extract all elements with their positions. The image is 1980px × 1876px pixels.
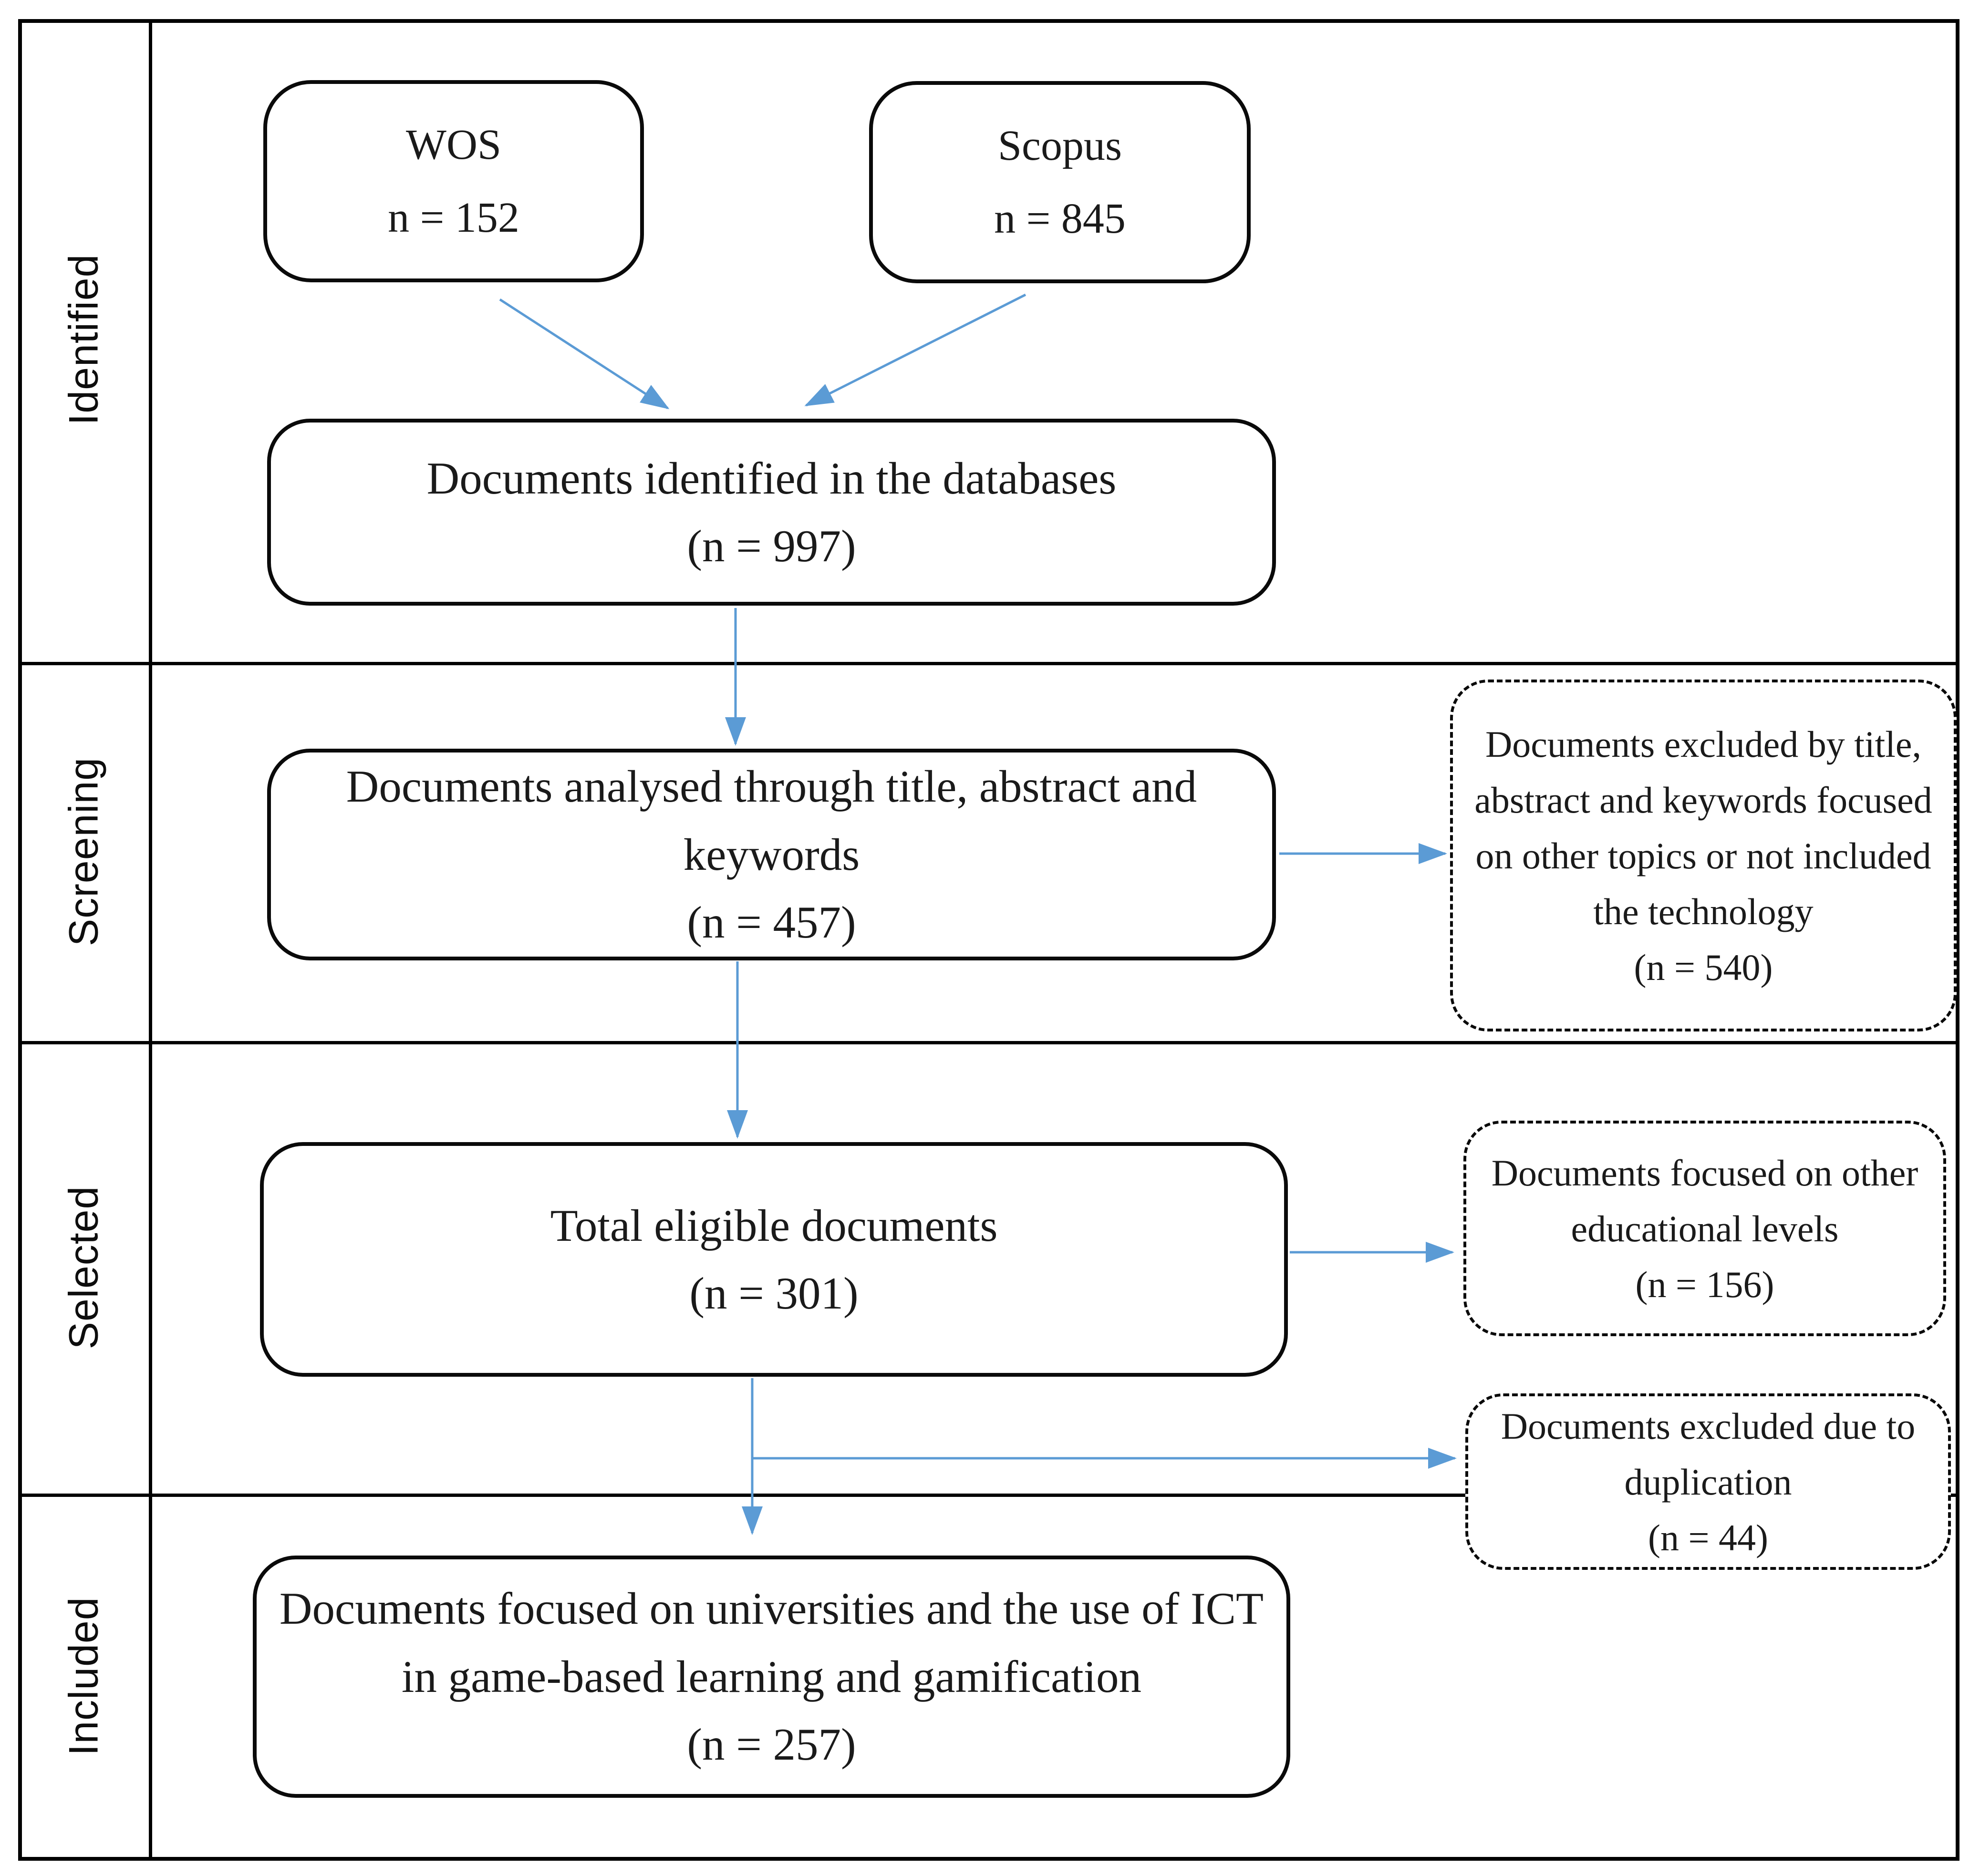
excluded-duplicates-count: (n = 44) — [1648, 1516, 1768, 1558]
excluded-levels-count: (n = 156) — [1635, 1263, 1774, 1305]
excluded-topics-title: Documents excluded by title, abstract an… — [1474, 723, 1932, 932]
screening-count: (n = 457) — [687, 897, 856, 948]
excluded-levels-box: Documents focused on other educational l… — [1463, 1121, 1946, 1336]
identified-title: Documents identified in the databases — [426, 453, 1117, 504]
included-count: (n = 257) — [687, 1719, 856, 1770]
included-title: Documents focused on universities and th… — [279, 1583, 1264, 1702]
scopus-count: n = 845 — [994, 195, 1126, 242]
eligible-count: (n = 301) — [689, 1268, 859, 1319]
stage-label-included: Included — [61, 1597, 107, 1756]
screening-title: Documents analysed through title, abstra… — [346, 761, 1197, 880]
excluded-topics-box: Documents excluded by title, abstract an… — [1450, 680, 1957, 1031]
scopus-title: Scopus — [997, 122, 1122, 169]
included-box: Documents focused on universities and th… — [253, 1556, 1290, 1798]
row-divider-screening-selected — [18, 1041, 1959, 1044]
excluded-levels-title: Documents focused on other educational l… — [1491, 1152, 1918, 1249]
wos-count: n = 152 — [388, 194, 519, 241]
excluded-duplicates-title: Documents excluded due to duplication — [1501, 1405, 1916, 1503]
stage-label-identified: Identified — [61, 254, 107, 425]
eligible-title: Total eligible documents — [550, 1200, 998, 1251]
row-divider-selected-included — [18, 1494, 1959, 1497]
excluded-topics-count: (n = 540) — [1634, 946, 1773, 988]
scopus-box: Scopus n = 845 — [869, 81, 1251, 283]
stage-column-divider — [149, 19, 152, 1861]
eligible-box: Total eligible documents (n = 301) — [260, 1142, 1288, 1377]
stage-label-screening: Screening — [61, 757, 107, 947]
identified-box: Documents identified in the databases (n… — [267, 419, 1276, 606]
excluded-duplicates-box: Documents excluded due to duplication (n… — [1465, 1393, 1951, 1570]
wos-box: WOS n = 152 — [263, 80, 644, 282]
stage-label-selected: Selected — [61, 1185, 107, 1350]
identified-count: (n = 997) — [687, 521, 856, 571]
screening-box: Documents analysed through title, abstra… — [267, 749, 1276, 960]
diagram-frame — [18, 19, 1959, 1861]
row-divider-identified-screening — [18, 662, 1959, 665]
wos-title: WOS — [406, 121, 501, 168]
